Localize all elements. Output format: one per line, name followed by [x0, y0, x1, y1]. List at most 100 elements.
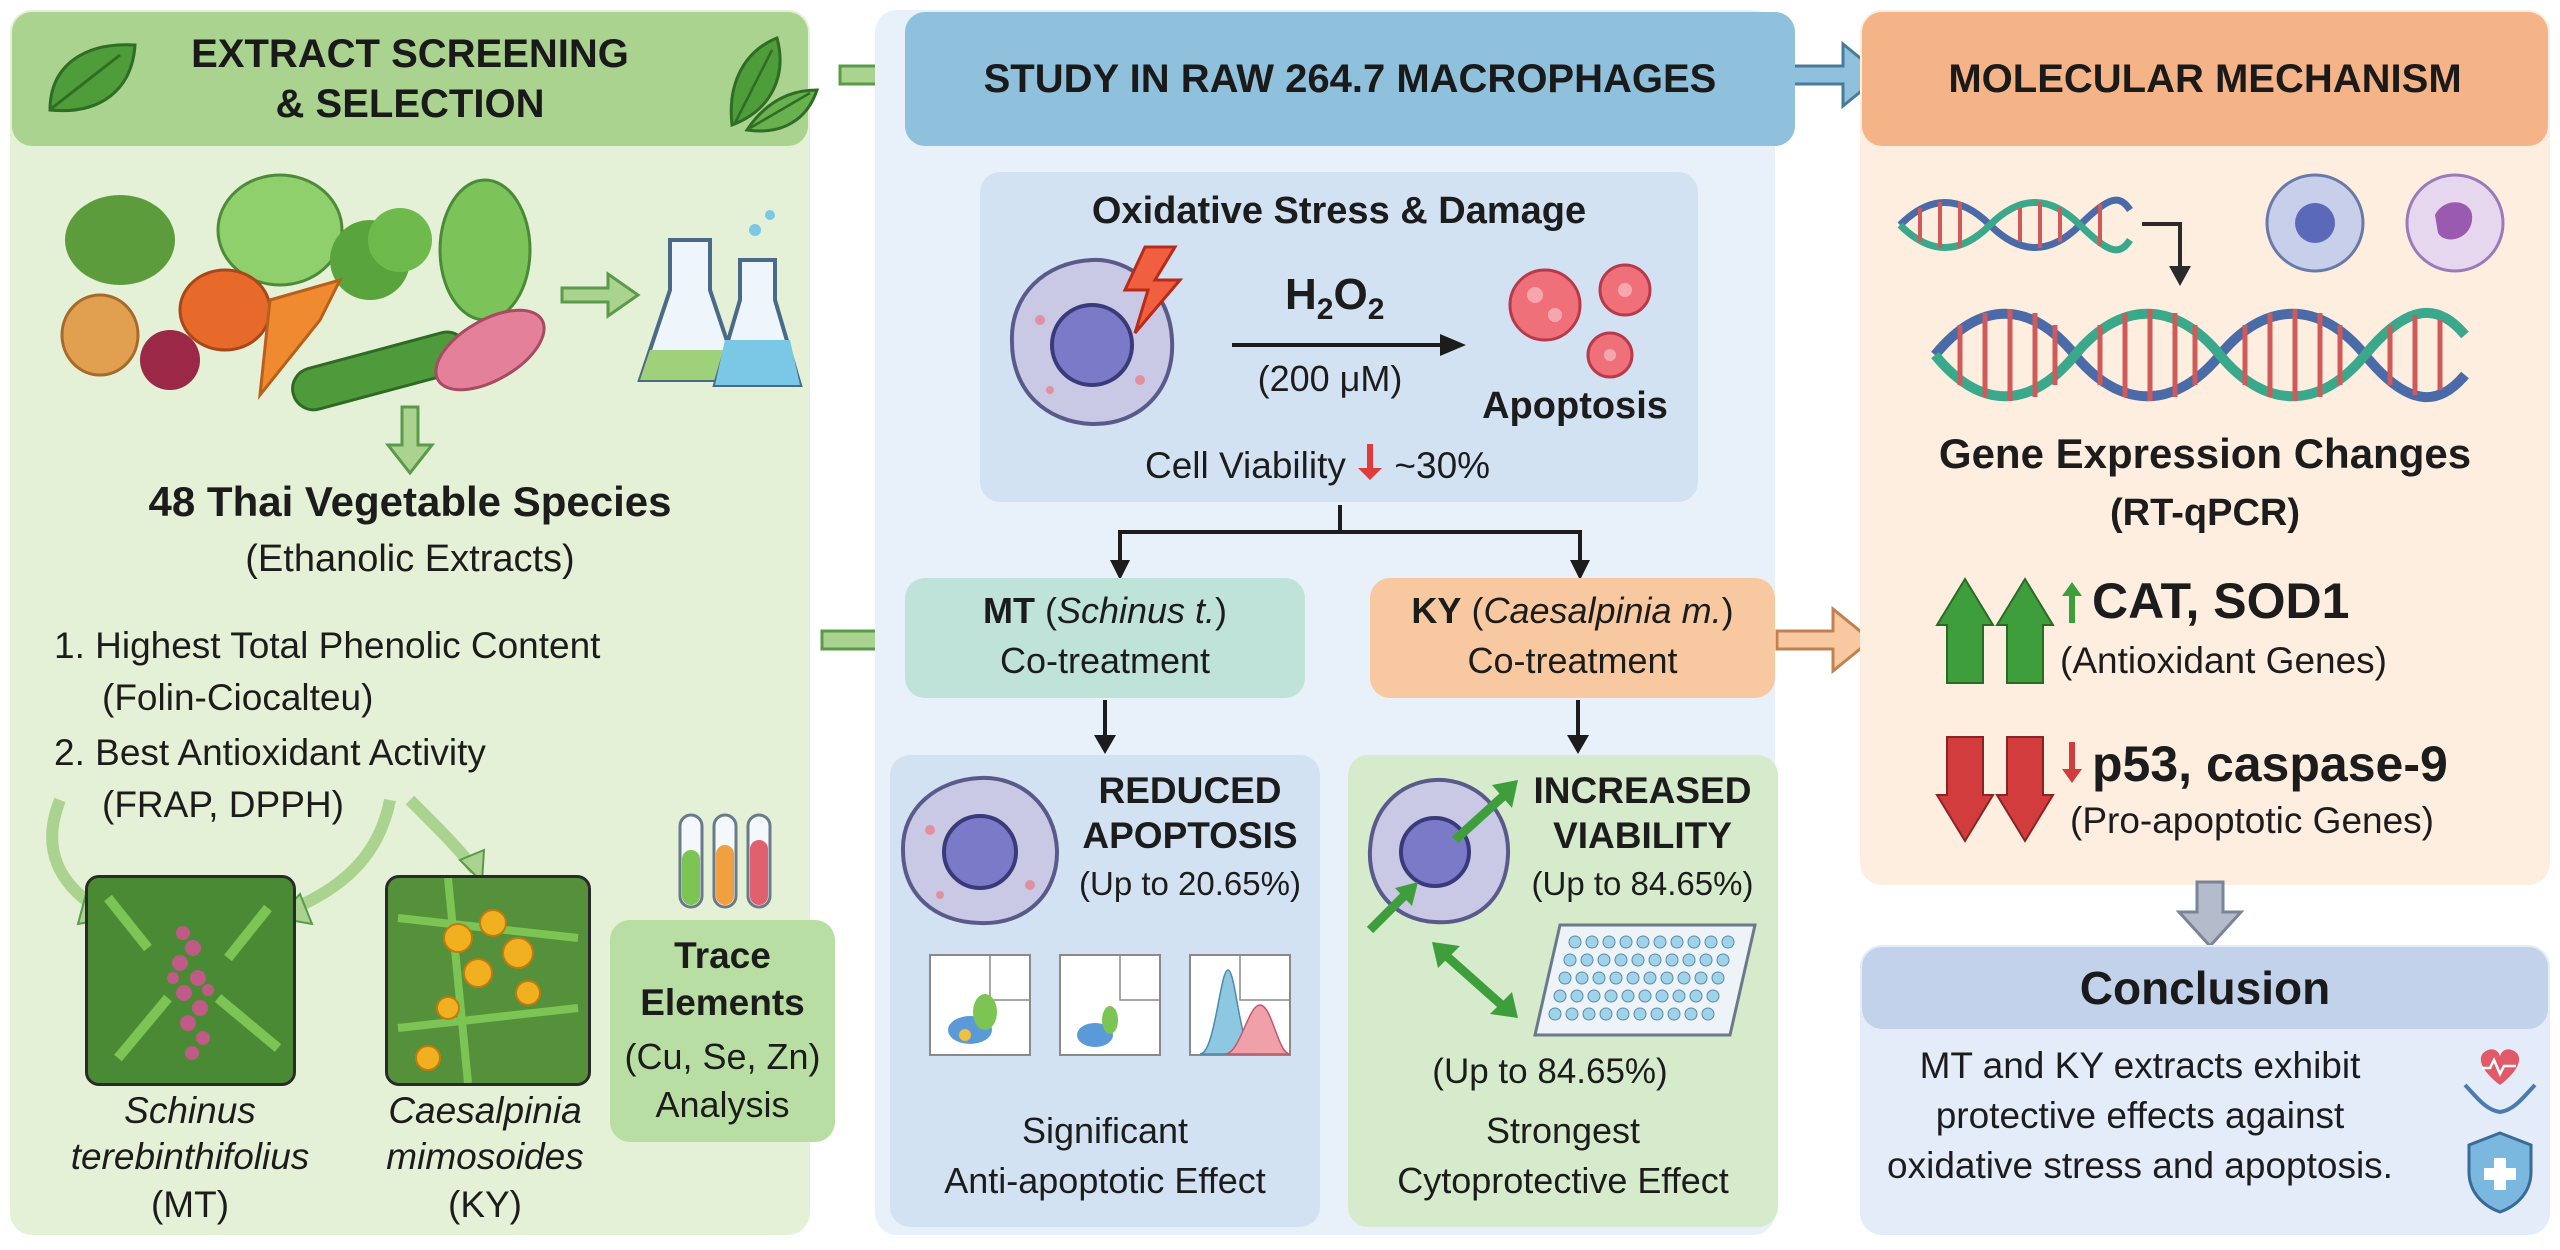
- conclusion-line-1: MT and KY extracts exhibit: [1919, 1045, 2361, 1086]
- ky-result-caption-2: Cytoprotective Effect: [1397, 1160, 1729, 1201]
- header-line-1: EXTRACT SCREENING: [191, 32, 629, 76]
- ky-result-sub: (Up to 84.65%): [1531, 865, 1754, 902]
- arrow-ky-to-right: [1775, 605, 1874, 675]
- mt-result-caption-2: Anti-apoptotic Effect: [944, 1160, 1266, 1201]
- down-arrow-icon: [1358, 444, 1383, 480]
- arrow-to-flasks: [560, 271, 641, 319]
- ky-name-line-2: mimosoides: [386, 1136, 584, 1177]
- mt-name-line-2: terebinthifolius: [70, 1136, 310, 1177]
- h2o2-sub-1: 2: [1316, 292, 1334, 326]
- criterion-1-line-2: (Folin-Ciocalteu): [102, 677, 374, 718]
- h2o2-h: H: [1285, 270, 1317, 319]
- viable-cell-icon: [1366, 777, 1518, 934]
- mt-paren-open: (: [1044, 590, 1057, 631]
- branch-connector: [1110, 505, 1590, 580]
- schinus-photo: [85, 875, 296, 1086]
- mt-result-title-1: REDUCED: [1098, 770, 1282, 811]
- gene-expression-sub: (RT-qPCR): [2110, 492, 2300, 534]
- well-plate-icon: [1533, 923, 1757, 1037]
- mt-species: Schinus t.: [1056, 590, 1216, 631]
- h2o2-arrow: [1232, 334, 1466, 356]
- mt-abbreviation: (MT): [150, 1184, 230, 1225]
- ky-result-title-2: VIABILITY: [1553, 815, 1732, 856]
- shield-icon: [2467, 1131, 2533, 1214]
- mt-abbr: MT: [982, 590, 1035, 631]
- flow-cytometry-plots: [929, 954, 1291, 1056]
- h2o2-sub-2: 2: [1367, 292, 1385, 326]
- mt-result-caption-1: Significant: [1021, 1110, 1189, 1151]
- extract-screening-header: EXTRACT SCREENING & SELECTION: [12, 12, 808, 146]
- ky-result-caption-1: Strongest: [1485, 1110, 1641, 1151]
- ky-cotreatment-box: [1370, 578, 1775, 698]
- ky-cotreatment-line-1: KY (Caesalpinia m.): [1370, 590, 1775, 632]
- leaf-icon-right: [729, 35, 820, 133]
- heart-hands-icon: [2463, 1049, 2537, 1115]
- mt-result-sub: (Up to 20.65%): [1079, 865, 1301, 902]
- test-tubes-icon: [678, 813, 772, 909]
- h2o2-formula: H2O2: [1285, 270, 1384, 327]
- ky-paren-open: (: [1471, 590, 1484, 631]
- cycle-arrow-icon: [1432, 942, 1518, 1018]
- oxidative-stress-title: Oxidative Stress & Damage: [1091, 190, 1587, 232]
- ky-species: Caesalpinia m.: [1483, 590, 1722, 631]
- downregulation-arrows: [1935, 736, 2055, 843]
- ky-abbr: KY: [1411, 590, 1462, 631]
- trace-elements-box: [610, 920, 835, 1142]
- trace-line-4: Analysis: [655, 1084, 790, 1125]
- criterion-2-line-1: 2. Best Antioxidant Activity: [54, 732, 486, 773]
- leaf-icon-left: [48, 43, 137, 113]
- cell-viability-value: ~30%: [1394, 445, 1491, 486]
- trace-line-2: Elements: [640, 982, 805, 1023]
- conclusion-line-2: protective effects against: [1935, 1095, 2345, 1136]
- macrophage-study-header: STUDY IN RAW 264.7 MACROPHAGES: [905, 12, 1795, 146]
- upregulated-genes: CAT, SOD1: [2092, 573, 2350, 629]
- downregulated-genes: p53, caspase-9: [2092, 736, 2448, 792]
- mt-cotreatment-line-1: MT (Schinus t.): [905, 590, 1305, 632]
- trace-line-1: Trace: [674, 935, 771, 976]
- species-subtitle: (Ethanolic Extracts): [245, 538, 575, 580]
- apoptosis-label: Apoptosis: [1482, 385, 1668, 427]
- vegetables-illustration: [60, 173, 546, 412]
- conclusion-line-3: oxidative stress and apoptosis.: [1887, 1145, 2393, 1186]
- ky-cotreatment-line-2: Co-treatment: [1467, 640, 1678, 681]
- small-dna-icon: [1897, 196, 2133, 254]
- ky-name-line-1: Caesalpinia: [388, 1090, 582, 1131]
- small-up-arrow-icon: [2062, 582, 2082, 623]
- mt-paren-close: ): [1215, 590, 1228, 631]
- gene-expression-title: Gene Expression Changes: [1938, 430, 2472, 477]
- caesalpinia-photo: [385, 875, 591, 1086]
- arrow-mt-to-result: [1094, 700, 1116, 754]
- species-title: 48 Thai Vegetable Species: [148, 478, 672, 525]
- arrow-to-species: [384, 405, 436, 476]
- h2o2-dose: (200 μM): [1257, 358, 1403, 399]
- connector-arrow: [2142, 222, 2191, 286]
- arrow-to-conclusion: [2175, 880, 2245, 949]
- mt-result-title-2: APOPTOSIS: [1082, 815, 1298, 856]
- small-down-arrow-icon: [2062, 742, 2082, 783]
- large-dna-icon: [1931, 308, 2469, 402]
- mt-name-line-1: Schinus: [124, 1090, 256, 1131]
- conclusion-header: Conclusion: [1862, 947, 2548, 1029]
- arrow-ky-to-result: [1567, 700, 1589, 754]
- criterion-1-line-1: 1. Highest Total Phenolic Content: [54, 625, 601, 666]
- upregulation-arrows: [1935, 577, 2055, 684]
- lightning-icon: [1122, 245, 1184, 334]
- mt-cotreatment-box: [905, 578, 1305, 698]
- cell-viability-row: Cell Viability ~30%: [1145, 442, 1490, 487]
- ky-result-sub-2: (Up to 84.65%): [1432, 1052, 1668, 1091]
- upregulated-genes-desc: (Antioxidant Genes): [2060, 640, 2388, 681]
- criterion-2-line-2: (FRAP, DPPH): [102, 784, 344, 825]
- downregulated-genes-desc: (Pro-apoptotic Genes): [2070, 800, 2435, 841]
- cell-icons: [2265, 173, 2505, 273]
- molecular-mechanism-header: MOLECULAR MECHANISM: [1862, 12, 2548, 146]
- flasks-icon: [637, 210, 803, 387]
- protected-cell-icon: [900, 775, 1060, 926]
- cell-viability-label: Cell Viability: [1145, 445, 1346, 486]
- ky-paren-close: ): [1721, 590, 1734, 631]
- mt-cotreatment-line-2: Co-treatment: [999, 640, 1211, 681]
- header-line-2: & SELECTION: [275, 82, 545, 126]
- h2o2-o: O: [1333, 270, 1368, 319]
- ky-result-title-1: INCREASED: [1533, 770, 1752, 811]
- trace-line-3: (Cu, Se, Zn): [624, 1036, 821, 1077]
- ky-abbreviation: (KY): [448, 1184, 522, 1225]
